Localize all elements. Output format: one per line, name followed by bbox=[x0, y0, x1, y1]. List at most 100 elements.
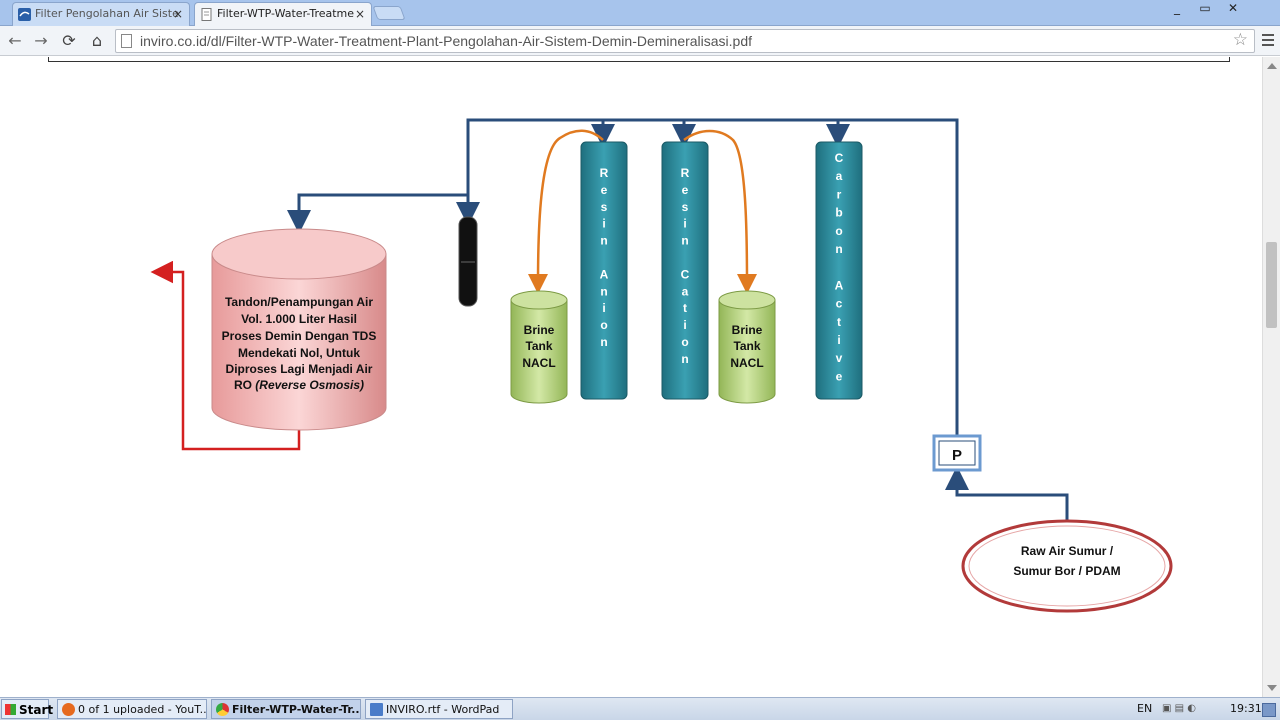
column-letter: o bbox=[600, 318, 607, 332]
raw-water-label-line: Raw Air Sumur / bbox=[1021, 544, 1114, 558]
column-letter: n bbox=[600, 335, 607, 349]
menu-icon[interactable] bbox=[1260, 32, 1276, 48]
raw-water-label: Raw Air Sumur / Sumur Bor / PDAM bbox=[1013, 544, 1120, 578]
firefox-icon bbox=[62, 703, 75, 716]
reload-icon[interactable]: ⟳ bbox=[62, 31, 76, 50]
tab-close-icon[interactable]: × bbox=[354, 7, 365, 21]
forward-arrow-icon[interactable]: → bbox=[34, 31, 48, 50]
column-letter: r bbox=[837, 187, 842, 201]
raw-water-source bbox=[961, 519, 1173, 613]
language-indicator[interactable]: EN bbox=[1137, 702, 1153, 715]
clock: 19:31 bbox=[1230, 702, 1262, 715]
column-letter: n bbox=[600, 234, 607, 248]
brine-left-label-line: NACL bbox=[522, 356, 555, 370]
brine-tank-right bbox=[718, 290, 776, 404]
resin-anion-column bbox=[580, 141, 628, 400]
address-bar[interactable]: inviro.co.id/dl/Filter-WTP-Water-Treatme… bbox=[115, 29, 1255, 53]
scroll-down-icon[interactable] bbox=[1267, 685, 1277, 691]
tab-filter-wtp[interactable]: Filter-WTP-Water-Treatme × bbox=[194, 2, 372, 26]
column-letter: o bbox=[835, 224, 842, 238]
tab-filter-pengolahan[interactable]: Filter Pengolahan Air Siste × bbox=[12, 2, 190, 26]
column-letter: n bbox=[681, 234, 688, 248]
column-letter: e bbox=[682, 183, 689, 197]
column-letter: A bbox=[600, 267, 609, 281]
task-label: 0 of 1 uploaded - YouT... bbox=[78, 703, 207, 716]
taskbar: Start 0 of 1 uploaded - YouT... Filter-W… bbox=[0, 697, 1280, 720]
column-letter: R bbox=[600, 166, 609, 180]
tank-label-line: Proses Demin Dengan TDS bbox=[222, 329, 377, 343]
browser-toolbar: ← → ⟳ ⌂ inviro.co.id/dl/Filter-WTP-Water… bbox=[0, 26, 1280, 56]
column-letter: A bbox=[835, 278, 844, 292]
vertical-scrollbar[interactable] bbox=[1262, 57, 1280, 697]
pdf-viewport[interactable]: Tandon/Penampungan Air Vol. 1.000 Liter … bbox=[0, 57, 1262, 697]
tank-label-prefix: RO bbox=[234, 378, 255, 392]
column-letter: C bbox=[681, 267, 690, 281]
new-tab-button[interactable] bbox=[372, 6, 406, 20]
brine-left-label-line: Brine bbox=[524, 323, 555, 337]
brine-tank-left bbox=[510, 290, 568, 404]
tab-strip: Filter Pengolahan Air Siste × Filter-WTP… bbox=[0, 0, 1280, 26]
resin-cation-column bbox=[661, 141, 709, 400]
output-pipe bbox=[150, 260, 301, 451]
column-letter: t bbox=[837, 315, 841, 329]
column-letter: i bbox=[602, 217, 605, 231]
back-arrow-icon[interactable]: ← bbox=[8, 31, 22, 50]
tank-label-line-last: RO (Reverse Osmosis) bbox=[234, 378, 364, 392]
restore-icon[interactable]: ▭ bbox=[1199, 1, 1211, 15]
column-letter: t bbox=[683, 301, 687, 315]
column-letter: a bbox=[836, 169, 843, 183]
home-icon[interactable]: ⌂ bbox=[91, 31, 103, 50]
brine-left-label-line: Tank bbox=[525, 339, 552, 353]
brine-left-label: Brine Tank NACL bbox=[522, 323, 555, 370]
column-letter: C bbox=[835, 151, 844, 165]
wordpad-icon bbox=[370, 703, 383, 716]
column-letter: s bbox=[601, 200, 608, 214]
brine-right-label-line: NACL bbox=[730, 356, 763, 370]
site-favicon-icon bbox=[18, 8, 31, 21]
brine-right-label-line: Brine bbox=[732, 323, 763, 337]
column-letter: i bbox=[683, 217, 686, 231]
tab-title: Filter Pengolahan Air Siste bbox=[35, 7, 179, 20]
tank-label-line: Vol. 1.000 Liter Hasil bbox=[241, 312, 357, 326]
column-letter: o bbox=[681, 335, 688, 349]
task-label: Filter-WTP-Water-Tr... bbox=[232, 703, 361, 716]
raw-water-label-line: Sumur Bor / PDAM bbox=[1013, 564, 1120, 578]
minimize-icon[interactable]: _ bbox=[1174, 1, 1180, 15]
task-wordpad[interactable]: INVIRO.rtf - WordPad bbox=[365, 699, 513, 719]
column-letter: e bbox=[601, 183, 608, 197]
column-letter: i bbox=[837, 333, 840, 347]
chrome-icon bbox=[216, 703, 229, 716]
task-label: INVIRO.rtf - WordPad bbox=[386, 703, 500, 716]
windows-logo-icon bbox=[5, 704, 16, 715]
tray-icons[interactable]: ▣ ▤ ◐ bbox=[1162, 703, 1196, 714]
tank-label-line: Tandon/Penampungan Air bbox=[225, 295, 373, 309]
show-desktop-icon[interactable] bbox=[1262, 703, 1276, 717]
start-label: Start bbox=[19, 703, 54, 717]
column-letter: n bbox=[600, 284, 607, 298]
brine-pipes bbox=[528, 129, 757, 294]
brine-right-label-line: Tank bbox=[733, 339, 760, 353]
bookmark-star-icon[interactable]: ☆ bbox=[1232, 30, 1248, 50]
task-chrome-pdf[interactable]: Filter-WTP-Water-Tr... bbox=[211, 699, 361, 719]
tank-label-line: Diproses Lagi Menjadi Air bbox=[226, 362, 373, 376]
scroll-thumb[interactable] bbox=[1266, 242, 1277, 328]
start-button[interactable]: Start bbox=[1, 699, 53, 719]
column-letter: n bbox=[835, 242, 842, 256]
page-icon bbox=[121, 34, 132, 48]
column-letter: a bbox=[682, 284, 689, 298]
close-window-icon[interactable]: ✕ bbox=[1227, 1, 1239, 15]
tab-close-icon[interactable]: × bbox=[172, 7, 183, 21]
task-youtube-upload[interactable]: 0 of 1 uploaded - YouT... bbox=[57, 699, 207, 719]
column-letter: i bbox=[683, 318, 686, 332]
brine-right-label: Brine Tank NACL bbox=[730, 323, 763, 370]
pump-label: P bbox=[952, 447, 962, 464]
column-letter: i bbox=[602, 301, 605, 315]
tab-title: Filter-WTP-Water-Treatme bbox=[217, 7, 355, 20]
scroll-up-icon[interactable] bbox=[1267, 63, 1277, 69]
column-letter: n bbox=[681, 352, 688, 366]
tank-label-italic: (Reverse Osmosis) bbox=[255, 378, 364, 392]
carbon-active-column bbox=[815, 141, 863, 400]
